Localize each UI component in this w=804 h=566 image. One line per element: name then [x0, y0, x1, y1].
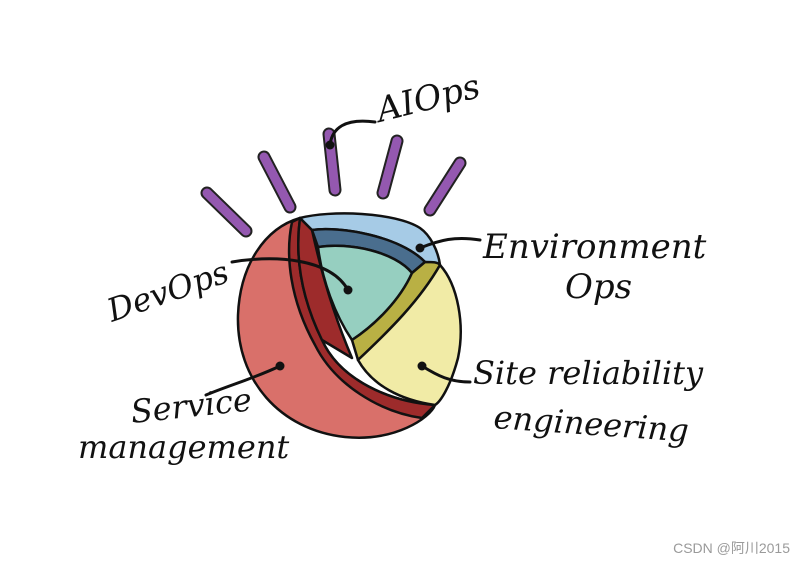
sre-dot — [417, 361, 427, 371]
label-sre-line2: engineering — [492, 398, 690, 450]
label-service-line1: Service — [129, 380, 254, 430]
environment-leader — [418, 236, 482, 250]
service-dot — [275, 361, 285, 371]
sre-leader — [420, 364, 472, 384]
aiops-dot — [325, 140, 335, 150]
aiops-leader — [328, 119, 377, 147]
label-environment-line2: Ops — [565, 267, 632, 307]
environment-dot — [415, 243, 425, 253]
label-aiops: AIOps — [370, 67, 485, 132]
leader-dots — [275, 140, 427, 371]
service-leader — [204, 364, 282, 397]
ray-1 — [200, 186, 253, 238]
label-devops: DevOps — [101, 253, 233, 330]
sre-segment — [356, 263, 462, 407]
devops-dot — [343, 285, 353, 295]
watermark: CSDN @阿川2015 — [673, 540, 790, 556]
label-sre-line1: Site reliability — [473, 354, 704, 392]
ray-5 — [423, 156, 467, 217]
label-service-line2: management — [78, 428, 289, 466]
devops-leader — [230, 257, 350, 292]
sphere — [236, 212, 462, 439]
ray-4 — [376, 134, 404, 200]
label-environment-line1: Environment — [482, 227, 707, 267]
ray-2 — [257, 150, 297, 214]
